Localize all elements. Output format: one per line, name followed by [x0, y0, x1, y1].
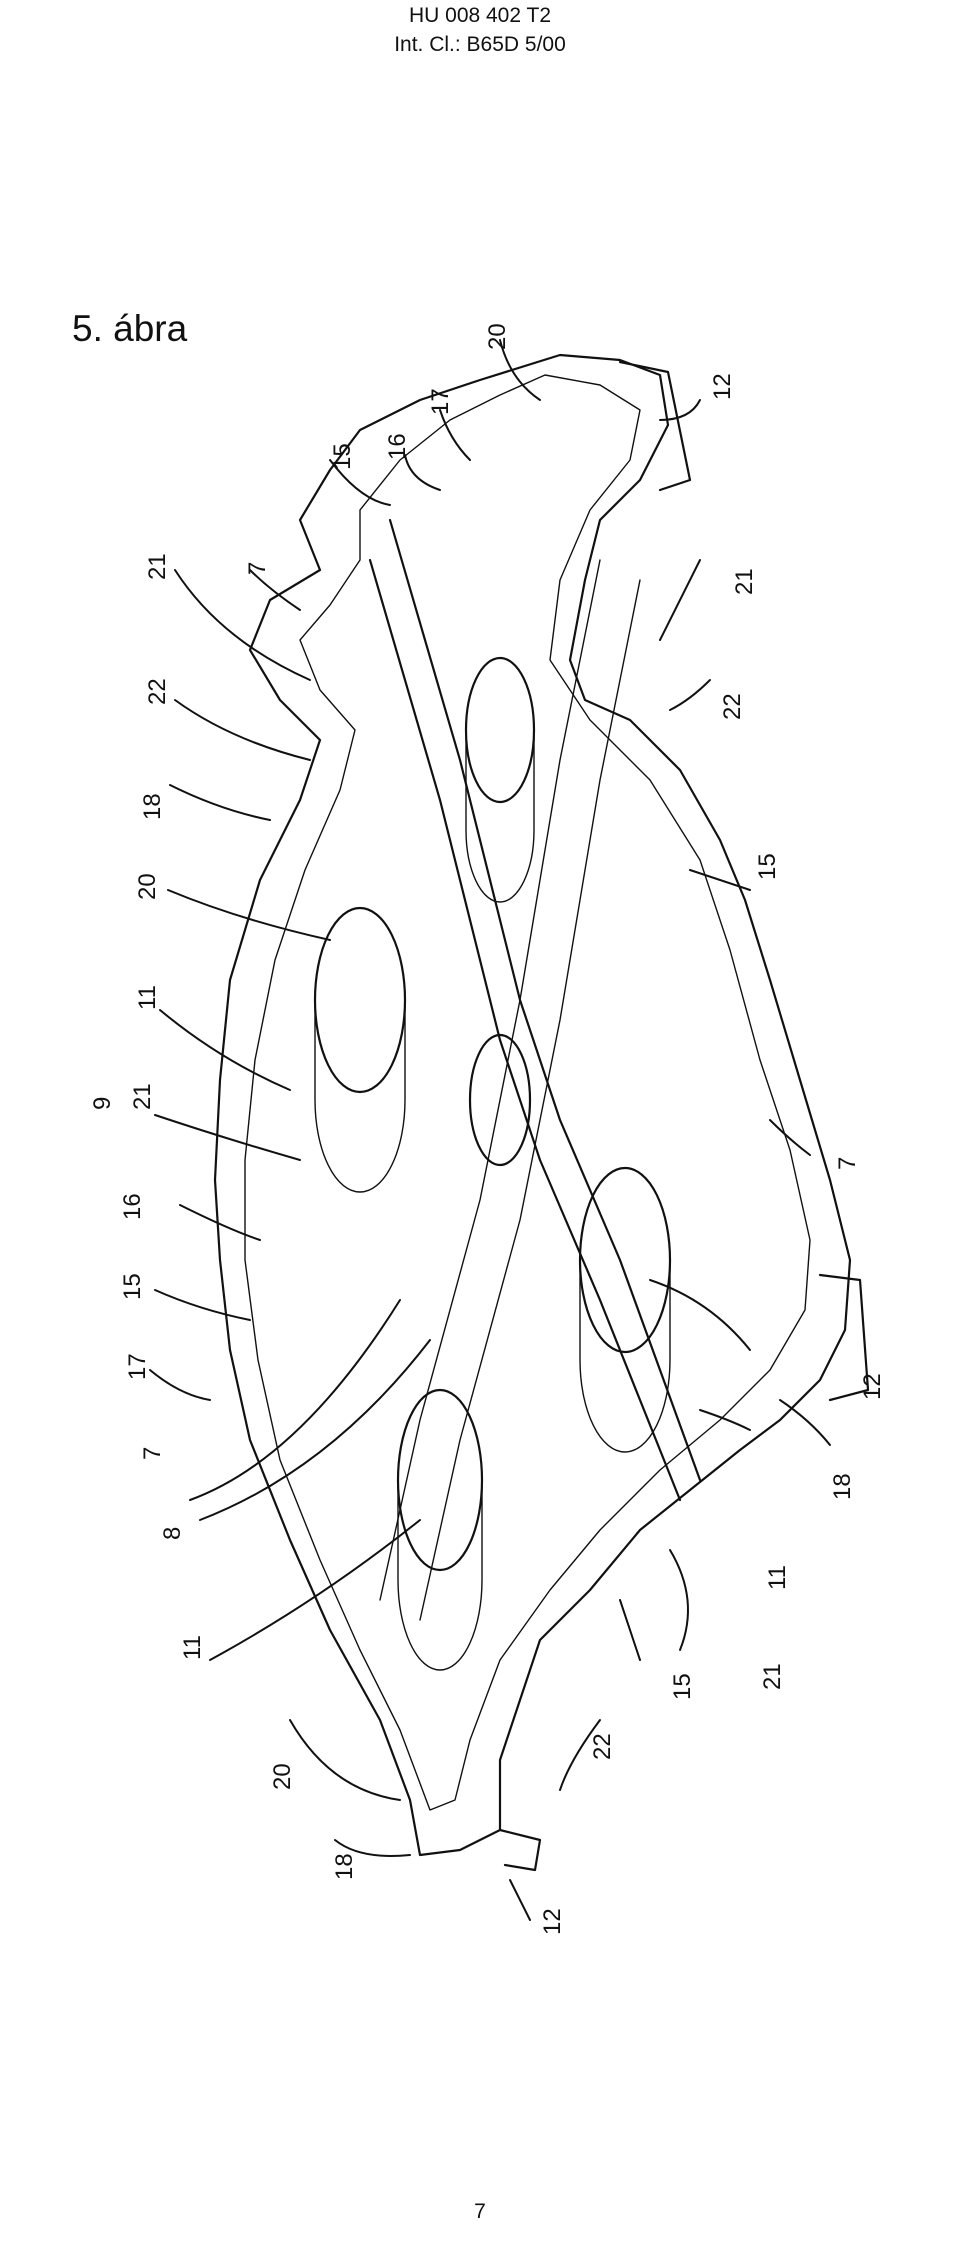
socket-top-right [464, 656, 536, 903]
end-tab-bottom [498, 1828, 542, 1872]
label-17-left: 17 [124, 1353, 151, 1380]
cross-bar-d [419, 579, 641, 1621]
label-11-right: 11 [764, 1565, 791, 1590]
label-16-left: 16 [119, 1193, 146, 1220]
socket-bottom-left [396, 1388, 484, 1671]
cross-bar-a [388, 518, 702, 1482]
label-15-top: 15 [329, 443, 356, 470]
label-11-left: 11 [134, 985, 161, 1010]
label-7-top: 7 [244, 562, 271, 575]
label-12-bottom: 12 [539, 1908, 566, 1935]
cross-bar-c [379, 559, 601, 1601]
label-20-bottom: 20 [269, 1763, 296, 1790]
label-18-bottom: 18 [331, 1853, 358, 1880]
label-7-left: 7 [139, 1447, 166, 1460]
label-12-top: 12 [709, 373, 736, 400]
leader-lines [149, 339, 831, 1921]
label-9: 9 [89, 1097, 116, 1110]
socket-mid-right [578, 1166, 672, 1453]
end-tab-top [618, 360, 692, 492]
label-15-left: 15 [119, 1273, 146, 1300]
classification: Int. Cl.: B65D 5/00 [394, 33, 566, 56]
label-20-left: 20 [134, 873, 161, 900]
label-22-bottom: 22 [589, 1733, 616, 1760]
label-15-bottom: 15 [669, 1673, 696, 1700]
label-17-top: 17 [427, 388, 454, 415]
patent-number: HU 008 402 T2 [408, 4, 552, 27]
label-7-right: 7 [834, 1157, 861, 1170]
label-22-left: 22 [144, 678, 171, 705]
label-18-left: 18 [139, 793, 166, 820]
cross-bar-b [368, 558, 682, 1502]
label-8: 8 [159, 1527, 186, 1540]
label-11-bottomleft: 11 [179, 1635, 206, 1660]
label-20-top: 20 [484, 323, 511, 350]
tray-outer-outline [213, 353, 852, 1857]
label-21-topright: 21 [731, 568, 758, 595]
label-18-right: 18 [829, 1473, 856, 1500]
label-12-right: 12 [859, 1373, 886, 1400]
page-number: 7 [474, 2200, 486, 2223]
socket-center [468, 1033, 532, 1167]
label-22-right: 22 [719, 693, 746, 720]
label-21-topleft: 21 [144, 553, 171, 580]
label-21-left: 21 [129, 1083, 156, 1110]
label-15-right: 15 [754, 853, 781, 880]
label-16-top: 16 [384, 433, 411, 460]
figure-title: 5. ábra [72, 308, 188, 349]
reference-labels: 20 12 17 16 15 7 21 21 22 22 18 15 20 11… [89, 323, 886, 1935]
end-tab-right [818, 1273, 870, 1402]
label-21-bottom: 21 [759, 1663, 786, 1690]
tray-inner-rim [244, 374, 811, 1811]
socket-mid-left [313, 906, 407, 1193]
